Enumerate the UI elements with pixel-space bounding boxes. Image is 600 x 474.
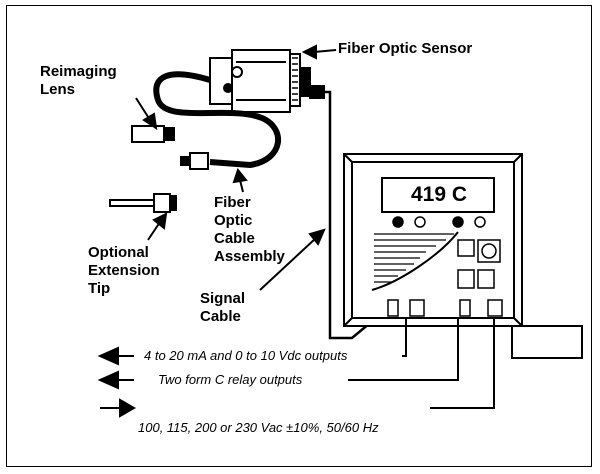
power-input-label: 100, 115, 200 or 230 Vac ±10%, 50/60 Hz — [138, 420, 379, 435]
cable-assembly-line-3: Cable — [214, 230, 255, 247]
signal-cable-label: Signal Cable — [200, 290, 245, 326]
cutaway-edge — [371, 231, 459, 291]
signal-cable — [324, 90, 377, 340]
relay-output-label: Two form C relay outputs — [158, 372, 303, 387]
sensor-connector-ridges — [292, 57, 298, 101]
fiber-optic-cable-assembly-label: Fiber Optic Cable Assembly — [214, 194, 285, 266]
extension-tip-line-2: Extension — [88, 262, 160, 279]
cable-assembly-line-4: Assembly — [214, 248, 285, 265]
reimaging-lens-line-2: Lens — [40, 81, 76, 98]
indicator-leds — [392, 216, 486, 228]
signal-cable-line-1: Signal — [200, 290, 246, 307]
analog-output-label: 4 to 20 mA and 0 to 10 Vdc outputs — [144, 348, 348, 363]
extension-tip — [109, 193, 177, 213]
extension-tip-line-1: Optional — [88, 244, 149, 261]
internal-switches — [387, 239, 503, 317]
output-arrows — [97, 346, 137, 418]
callout-arrows — [135, 44, 337, 291]
fiber-optic-sensor — [209, 49, 325, 113]
hatched-panel — [374, 233, 454, 283]
cable-end-connector — [189, 152, 209, 170]
output-wiring — [348, 318, 583, 409]
extension-tip-line-3: Tip — [88, 280, 111, 297]
cable-assembly-line-2: Optic — [214, 212, 253, 229]
reimaging-lens — [131, 125, 175, 143]
fiber-optic-sensor-label: Fiber Optic Sensor — [338, 40, 473, 57]
reimaging-lens-line-1: Reimaging — [40, 63, 117, 80]
signal-cable-line-2: Cable — [200, 308, 241, 325]
reimaging-lens-label: Reimaging Lens — [40, 63, 117, 99]
temperature-display: 419 C — [410, 183, 468, 206]
fiber-optic-cable — [153, 71, 281, 169]
display-window — [381, 177, 495, 213]
cable-assembly-line-1: Fiber — [214, 194, 251, 211]
optional-extension-tip-label: Optional Extension Tip — [88, 244, 160, 298]
